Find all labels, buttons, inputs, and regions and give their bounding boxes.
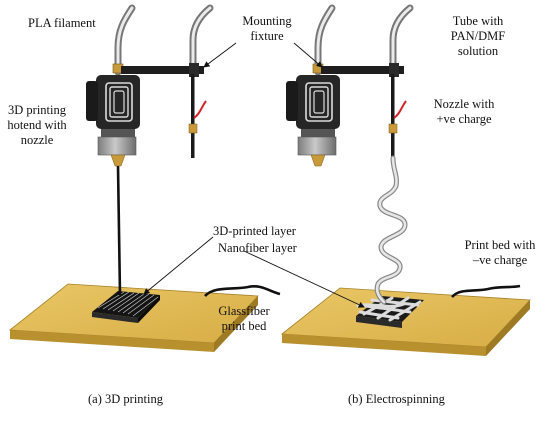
- mounting-fixture-bar: [121, 63, 204, 77]
- hotend-body-b: [286, 75, 340, 167]
- caption-b: (b) Electrospinning: [348, 392, 445, 406]
- bed-cable: [204, 285, 281, 297]
- label-glassfiber-line2: print bed: [221, 319, 267, 333]
- printed-layer-block: [92, 291, 160, 323]
- label-tube-solution: Tube with PAN/DMF solution: [428, 14, 528, 59]
- label-mounting-fixture-line2: fixture: [250, 29, 284, 43]
- panel-a-3d-printing: [8, 4, 281, 352]
- charged-nozzle-rod: [391, 74, 395, 158]
- label-print-bed-line1: Print bed with: [464, 238, 536, 252]
- bed-cable-b: [451, 284, 521, 298]
- label-mounting-fixture: Mounting fixture: [232, 14, 302, 44]
- label-glassfiber-line1: Glassfiber: [218, 304, 270, 318]
- label-print-bed-charge: Print bed with –ve charge: [452, 238, 548, 268]
- caption-a: (a) 3D printing: [88, 392, 163, 406]
- label-nozzle-line2: +ve charge: [436, 112, 492, 126]
- label-hotend-line1: 3D printing: [8, 103, 66, 117]
- label-mounting-fixture-line1: Mounting: [242, 14, 292, 28]
- label-hotend-line3: nozzle: [20, 133, 54, 147]
- leader-lines: [143, 42, 365, 308]
- label-hotend: 3D printing hotend with nozzle: [2, 103, 72, 148]
- red-wire: [193, 100, 207, 119]
- extruded-filament: [116, 165, 122, 296]
- label-nanofiber-layer: Nanofiber layer: [218, 241, 297, 255]
- label-pla-filament: PLA filament: [28, 16, 96, 30]
- nozzle-rod-idle: [191, 74, 195, 158]
- label-print-bed-line2: –ve charge: [472, 253, 528, 267]
- label-nozzle-line1: Nozzle with: [433, 97, 495, 111]
- label-glassfiber-bed: Glassfiber print bed: [204, 304, 284, 334]
- hotend-body: [86, 75, 140, 129]
- label-tube-line1: Tube with: [452, 14, 504, 28]
- label-hotend-line2: hotend with: [7, 118, 67, 132]
- panel-b-electrospinning: [280, 4, 531, 356]
- label-printed-layer: 3D-printed layer: [213, 224, 296, 238]
- label-nozzle-charge: Nozzle with +ve charge: [416, 97, 512, 127]
- label-tube-line2: PAN/DMF: [450, 29, 506, 43]
- label-tube-line3: solution: [457, 44, 499, 58]
- heater-block: [97, 129, 137, 167]
